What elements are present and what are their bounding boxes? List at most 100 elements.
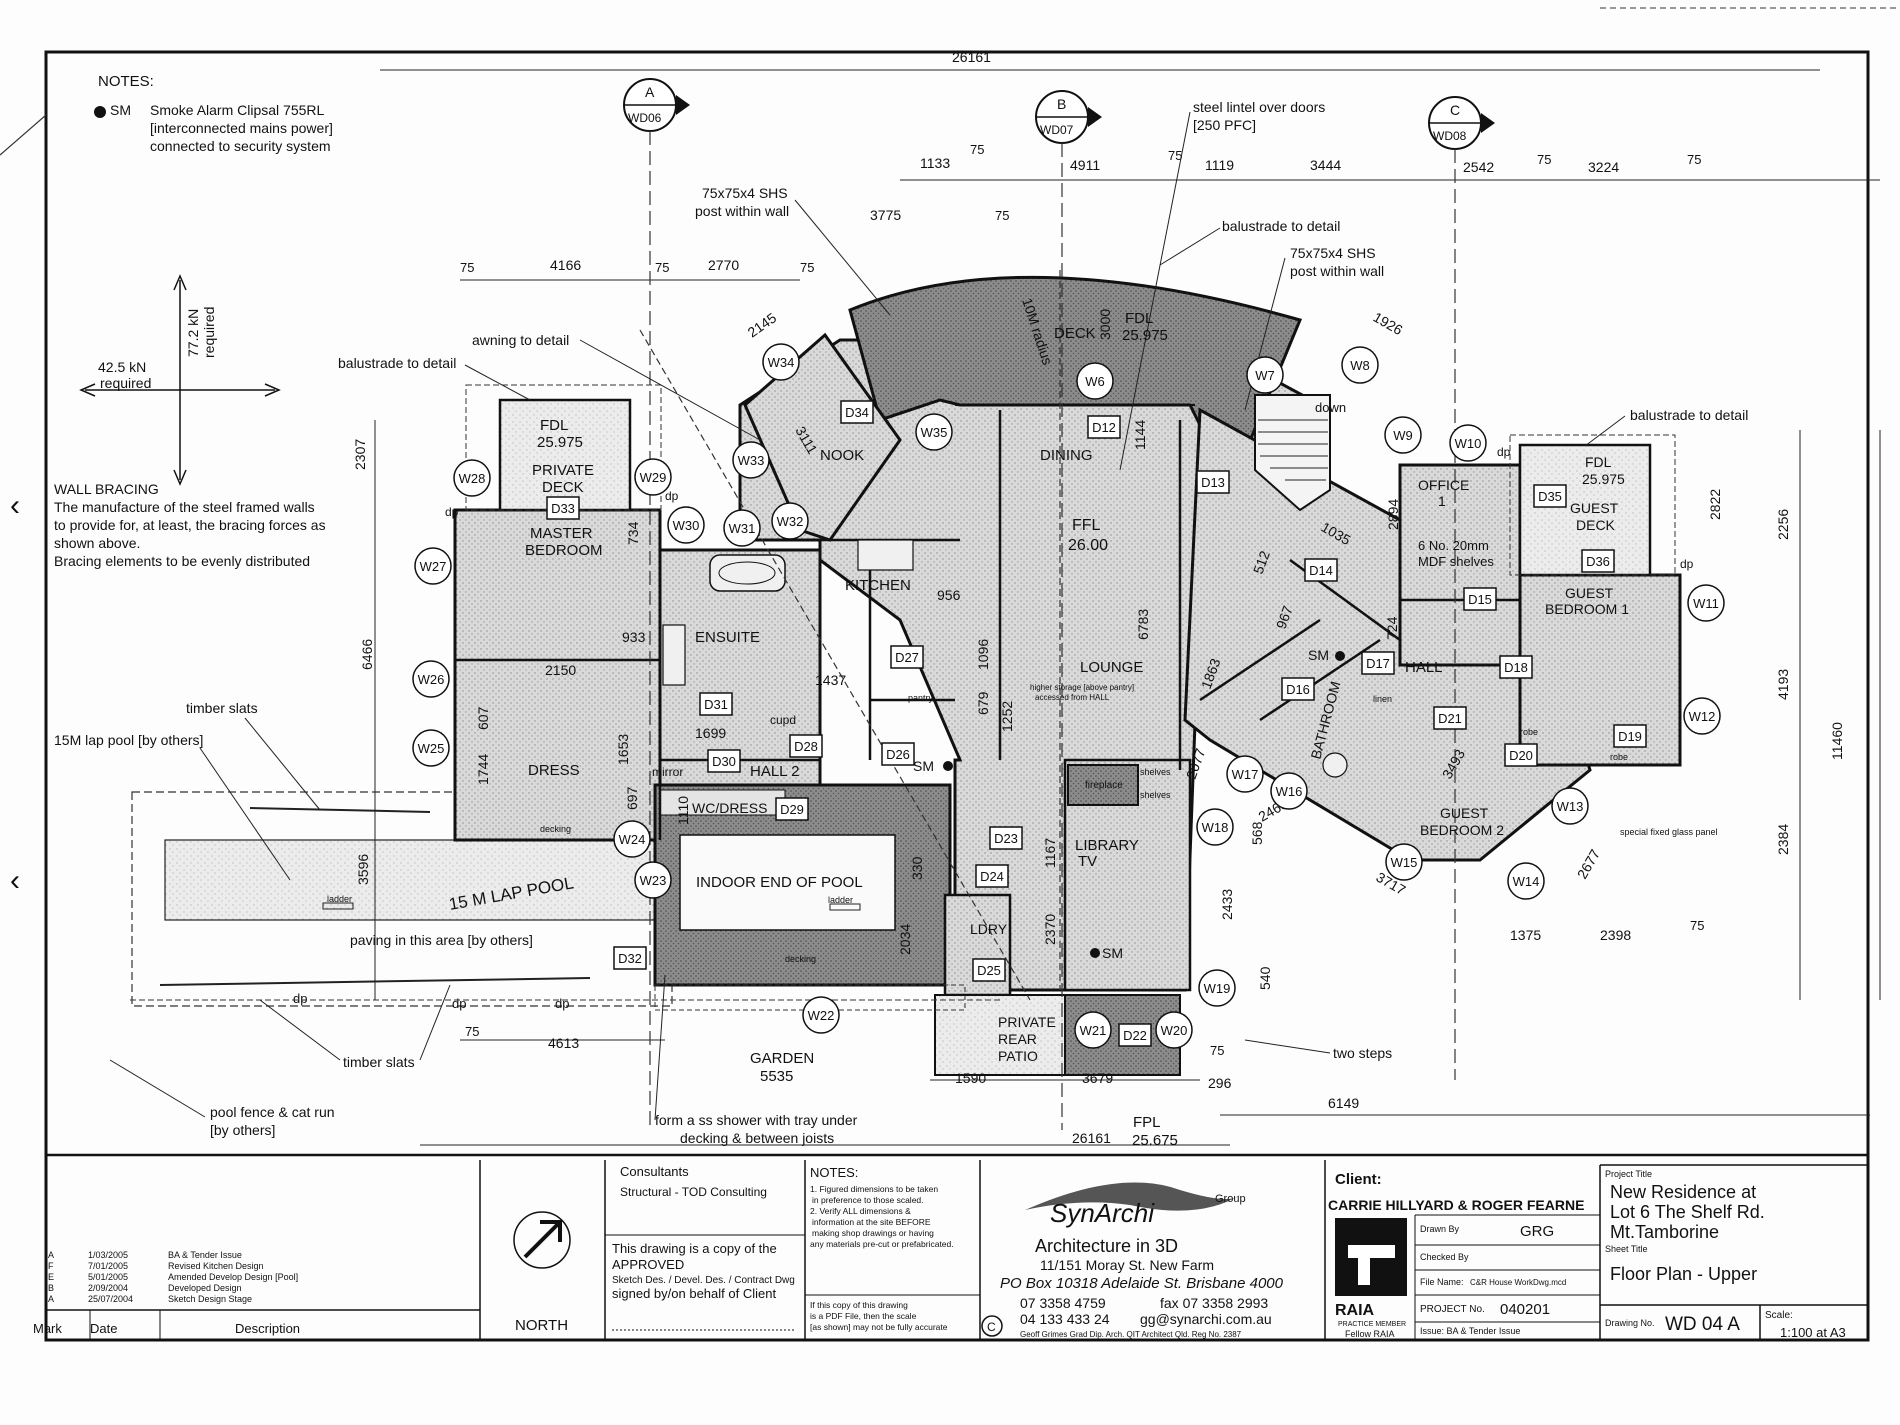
dim-overall-bottom: 26161: [1072, 1130, 1111, 1146]
fdl-private-2: 25.975: [537, 434, 583, 451]
pantry-label: pantry: [908, 693, 934, 703]
nook-label: NOOK: [820, 447, 864, 464]
dress-label: DRESS: [528, 762, 580, 779]
dim-679: 679: [975, 691, 991, 715]
arrow-up-icon: [173, 274, 187, 291]
office-line1: OFFICE: [1418, 477, 1469, 493]
project-title-label: Project Title: [1605, 1169, 1652, 1179]
window-tag-label: W19: [1204, 981, 1231, 996]
copyright-icon: [981, 1315, 1003, 1337]
office-line2: 1: [1438, 493, 1446, 509]
dim-11460: 11460: [1829, 722, 1845, 760]
door-tag: D26: [881, 742, 915, 766]
north-arrow-circle: [513, 1211, 571, 1269]
dim-2677: 2677: [1574, 846, 1604, 881]
window-tag-label: W11: [1693, 596, 1719, 611]
dim-1144: 1144: [1132, 420, 1148, 450]
revision-mark: B: [48, 1283, 54, 1293]
door-tag: D22: [1118, 1023, 1152, 1047]
section-callouts: A WD06 B WD07 C WD08: [623, 78, 1495, 1130]
door-tag-label: D36: [1586, 554, 1610, 569]
indoor-pool-label: INDOOR END OF POOL: [696, 874, 863, 891]
file-name: C&R House WorkDwg.mcd: [1470, 1278, 1566, 1287]
notes-block: NOTES: SM Smoke Alarm Clipsal 755RL [int…: [94, 73, 333, 154]
dim-75-e: 75: [995, 208, 1009, 223]
sm-label-library: SM: [1102, 945, 1123, 961]
window-tag-label: W6: [1085, 374, 1105, 389]
dim-1699: 1699: [695, 725, 726, 741]
arrow-down-icon: [173, 469, 187, 486]
dim-75-h: 75: [1687, 152, 1701, 167]
door-tag: D36: [1581, 549, 1615, 573]
pdf-note-1: If this copy of this drawing: [810, 1300, 908, 1310]
pool-fence-line1: pool fence & cat run: [210, 1104, 335, 1120]
window-tag: W8: [1341, 346, 1379, 384]
hall-2-label: HALL 2: [750, 763, 799, 780]
notes-heading: NOTES:: [98, 73, 154, 90]
dim-1252: 1252: [999, 701, 1015, 732]
window-tag: W21: [1074, 1011, 1112, 1049]
dim-1133: 1133: [920, 155, 950, 171]
dim-724: 724: [1384, 616, 1400, 640]
door-tag: D15: [1463, 587, 1497, 611]
awning-note: awning to detail: [472, 332, 569, 348]
project-no-label: PROJECT No.: [1420, 1304, 1485, 1315]
door-tag-label: D30: [712, 754, 736, 769]
lap-pool-others: 15M lap pool [by others]: [54, 732, 203, 748]
stairs-down-label: down: [1315, 400, 1346, 415]
dim-4193: 4193: [1775, 669, 1791, 700]
wall-bracing-block: 77.2 kN required 42.5 kN required WALL B…: [54, 274, 326, 569]
window-tag-label: W10: [1455, 436, 1482, 451]
revision-desc: Revised Kitchen Design: [168, 1261, 264, 1271]
dim-1744: 1744: [475, 754, 491, 785]
shelves-label-2: shelves: [1140, 790, 1171, 800]
dim-512: 512: [1250, 548, 1273, 576]
notes-item-6: any materials pre-cut or prefabricated.: [810, 1239, 954, 1249]
balustrade-right: balustrade to detail: [1630, 407, 1748, 423]
scale-label: Scale:: [1765, 1310, 1793, 1321]
col-desc: Description: [235, 1321, 300, 1336]
paving-label: paving in this area [by others]: [350, 932, 533, 948]
firm-phone: 07 3358 4759: [1020, 1295, 1106, 1311]
section-c-letter: C: [1450, 102, 1460, 118]
copy-text-3: Sketch Des. / Devel. Des. / Contract Dwg: [612, 1275, 795, 1286]
dim-3679: 3679: [1082, 1070, 1113, 1086]
door-tag: D24: [975, 864, 1009, 888]
bracing-text-3: shown above.: [54, 535, 140, 551]
window-tag: W22: [802, 996, 840, 1034]
shs-post-1-line1: 75x75x4 SHS: [702, 185, 788, 201]
dim-4911: 4911: [1070, 157, 1100, 173]
firm-logo-swoosh-icon: [1025, 1182, 1240, 1211]
bracing-text-4: Bracing elements to be evenly distribute…: [54, 553, 310, 569]
timber-slats-1: timber slats: [186, 700, 258, 716]
door-tag-label: D23: [994, 831, 1018, 846]
notes-item-4: information at the site BEFORE: [812, 1217, 931, 1227]
shower-line1: form a ss shower with tray under: [655, 1112, 858, 1128]
window-tag-label: W35: [921, 425, 948, 440]
dim-75-d: 75: [970, 142, 984, 157]
door-tag: D23: [989, 826, 1023, 850]
firm-email: gg@synarchi.com.au: [1140, 1311, 1272, 1327]
dim-6783: 6783: [1135, 609, 1151, 640]
window-tag: W16: [1270, 772, 1308, 810]
dim-607: 607: [475, 706, 491, 730]
dim-overall-top: 26161: [952, 49, 991, 65]
raia-fellow: Fellow RAIA: [1345, 1329, 1395, 1339]
window-tag-label: W32: [777, 514, 804, 529]
guest-bed-1-line2: BEDROOM 1: [1545, 601, 1629, 617]
window-tag: W31: [723, 509, 761, 547]
window-tag: W25: [412, 729, 450, 767]
door-tag: D31: [699, 692, 733, 716]
door-tag: D29: [775, 797, 809, 821]
fdl-private-1: FDL: [540, 417, 568, 434]
patio-line3: PATIO: [998, 1048, 1038, 1064]
col-date: Date: [90, 1321, 117, 1336]
office-line4: MDF shelves: [1418, 554, 1494, 569]
fdl-private-3: PRIVATE: [532, 462, 594, 479]
door-tag: D17: [1361, 651, 1395, 675]
sm-label-lounge: SM: [913, 758, 934, 774]
door-tag-label: D27: [895, 650, 919, 665]
firm-mobile: 04 133 433 24: [1020, 1311, 1110, 1327]
